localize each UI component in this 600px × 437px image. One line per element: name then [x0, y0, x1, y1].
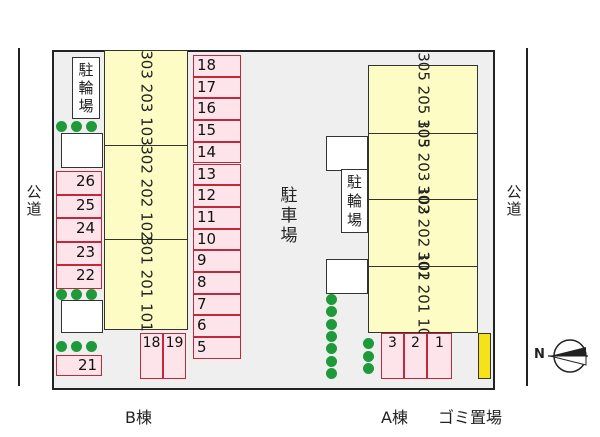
tree-icon — [56, 121, 67, 132]
tree-icon — [326, 294, 337, 305]
parking-stall-10: 10 — [193, 228, 241, 251]
building-a: 305 205 105 303 203 103 302 202 102 301 … — [368, 52, 478, 347]
parking-stall-13: 13 — [193, 163, 241, 186]
b-storage-box-upper — [61, 133, 103, 168]
b-unit-301-rooms: 301 201 101 — [137, 236, 156, 332]
tree-icon — [56, 341, 67, 352]
tree-icon — [56, 289, 67, 300]
parking-stall-14: 14 — [193, 141, 241, 164]
tree-icon — [86, 121, 97, 132]
tree-icon — [363, 363, 374, 374]
parking-stall-2: 2 — [404, 333, 427, 379]
parking-stall-b18: 18 — [140, 333, 163, 379]
b-unit-303-rooms: 303 203 103 — [137, 50, 156, 146]
parking-stall-22: 22 — [56, 265, 102, 289]
parking-stall-26: 26 — [56, 171, 102, 195]
building-b: 303 203 103 302 202 102 301 201 101 — [104, 50, 188, 332]
parking-stall-18: 18 — [193, 55, 241, 77]
parking-stall-25: 25 — [56, 194, 102, 218]
parking-stall-24: 24 — [56, 218, 102, 242]
b-unit-303: 303 203 103 — [105, 50, 187, 146]
tree-icon — [71, 341, 82, 352]
left-road-line — [18, 48, 20, 386]
a-unit-301: 301 201 101 — [369, 251, 477, 347]
a-storage-box-lower — [326, 259, 368, 294]
right-road-line — [526, 48, 528, 386]
parking-stall-15: 15 — [193, 120, 241, 142]
parking-stall-16: 16 — [193, 98, 241, 121]
b-unit-301: 301 201 101 — [105, 236, 187, 332]
tree-icon — [71, 121, 82, 132]
a-bike-parking: 駐輪場 — [341, 169, 368, 233]
tree-icon — [326, 330, 337, 342]
b-unit-302: 302 202 102 — [105, 144, 187, 241]
tree-icon — [326, 367, 337, 379]
parking-stall-1: 1 — [427, 333, 452, 379]
garbage-label: ゴミ置場 — [438, 408, 503, 427]
right-road-label: 公道 — [506, 183, 522, 218]
parking-stall-17: 17 — [193, 76, 241, 99]
tree-icon — [86, 341, 97, 352]
tree-icon — [326, 355, 337, 367]
parking-stall-23: 23 — [56, 241, 102, 265]
parking-stall-b19: 19 — [163, 333, 186, 379]
parking-stall-11: 11 — [193, 206, 241, 229]
b-unit-302-rooms: 302 202 102 — [137, 144, 156, 241]
tree-icon — [86, 289, 97, 300]
parking-stall-3: 3 — [381, 333, 404, 379]
north-letter: N — [534, 347, 545, 362]
tree-icon — [71, 289, 82, 300]
parking-stall-12: 12 — [193, 185, 241, 207]
a-unit-303: 303 203 103 — [369, 119, 477, 214]
tree-icon — [326, 318, 337, 330]
parking-stall-9: 9 — [193, 250, 241, 272]
tree-icon — [326, 343, 337, 355]
a-unit-302: 302 202 102 — [369, 185, 477, 281]
parking-lot-label: 駐車場 — [280, 186, 298, 246]
tree-icon — [326, 306, 337, 318]
tree-icon — [363, 338, 374, 349]
parking-stall-6: 6 — [193, 315, 241, 338]
a-storage-box-upper — [326, 136, 368, 171]
garbage-area — [478, 333, 491, 379]
b-bike-parking: 駐輪場 — [72, 57, 100, 119]
tree-icon — [363, 350, 374, 362]
parking-stall-5: 5 — [193, 337, 241, 359]
building-a-label: A棟 — [381, 408, 408, 427]
parking-stall-7: 7 — [193, 293, 241, 316]
b-storage-box-lower — [61, 300, 103, 333]
parking-stall-8: 8 — [193, 272, 241, 294]
parking-stall-21: 21 — [56, 355, 102, 376]
north-arrow-icon: N — [534, 336, 596, 376]
building-b-label: B棟 — [125, 408, 152, 427]
left-road-label: 公道 — [26, 183, 42, 218]
